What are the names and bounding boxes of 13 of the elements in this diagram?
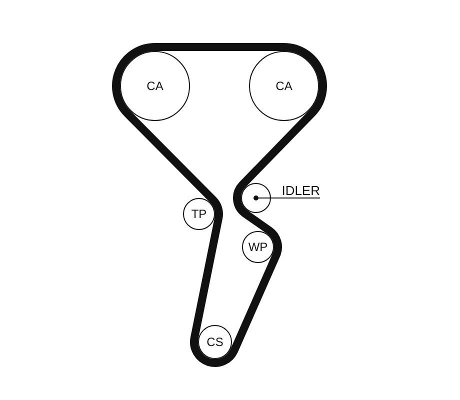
pulley-circle xyxy=(249,51,319,121)
pulley-circle xyxy=(198,325,232,359)
pulley-label: WP xyxy=(248,241,268,253)
pulley-circle xyxy=(241,183,271,213)
pulley-circle xyxy=(120,51,190,121)
callout-label: IDLER xyxy=(278,183,320,198)
pulley-label: CS xyxy=(206,336,224,348)
pulley-label: CA xyxy=(276,80,292,92)
pulley-label: CA xyxy=(146,80,164,92)
pulley-circle xyxy=(183,198,215,230)
pulley-circle xyxy=(242,231,274,263)
pulley-label: TP xyxy=(191,208,207,220)
leader-line xyxy=(254,196,320,200)
